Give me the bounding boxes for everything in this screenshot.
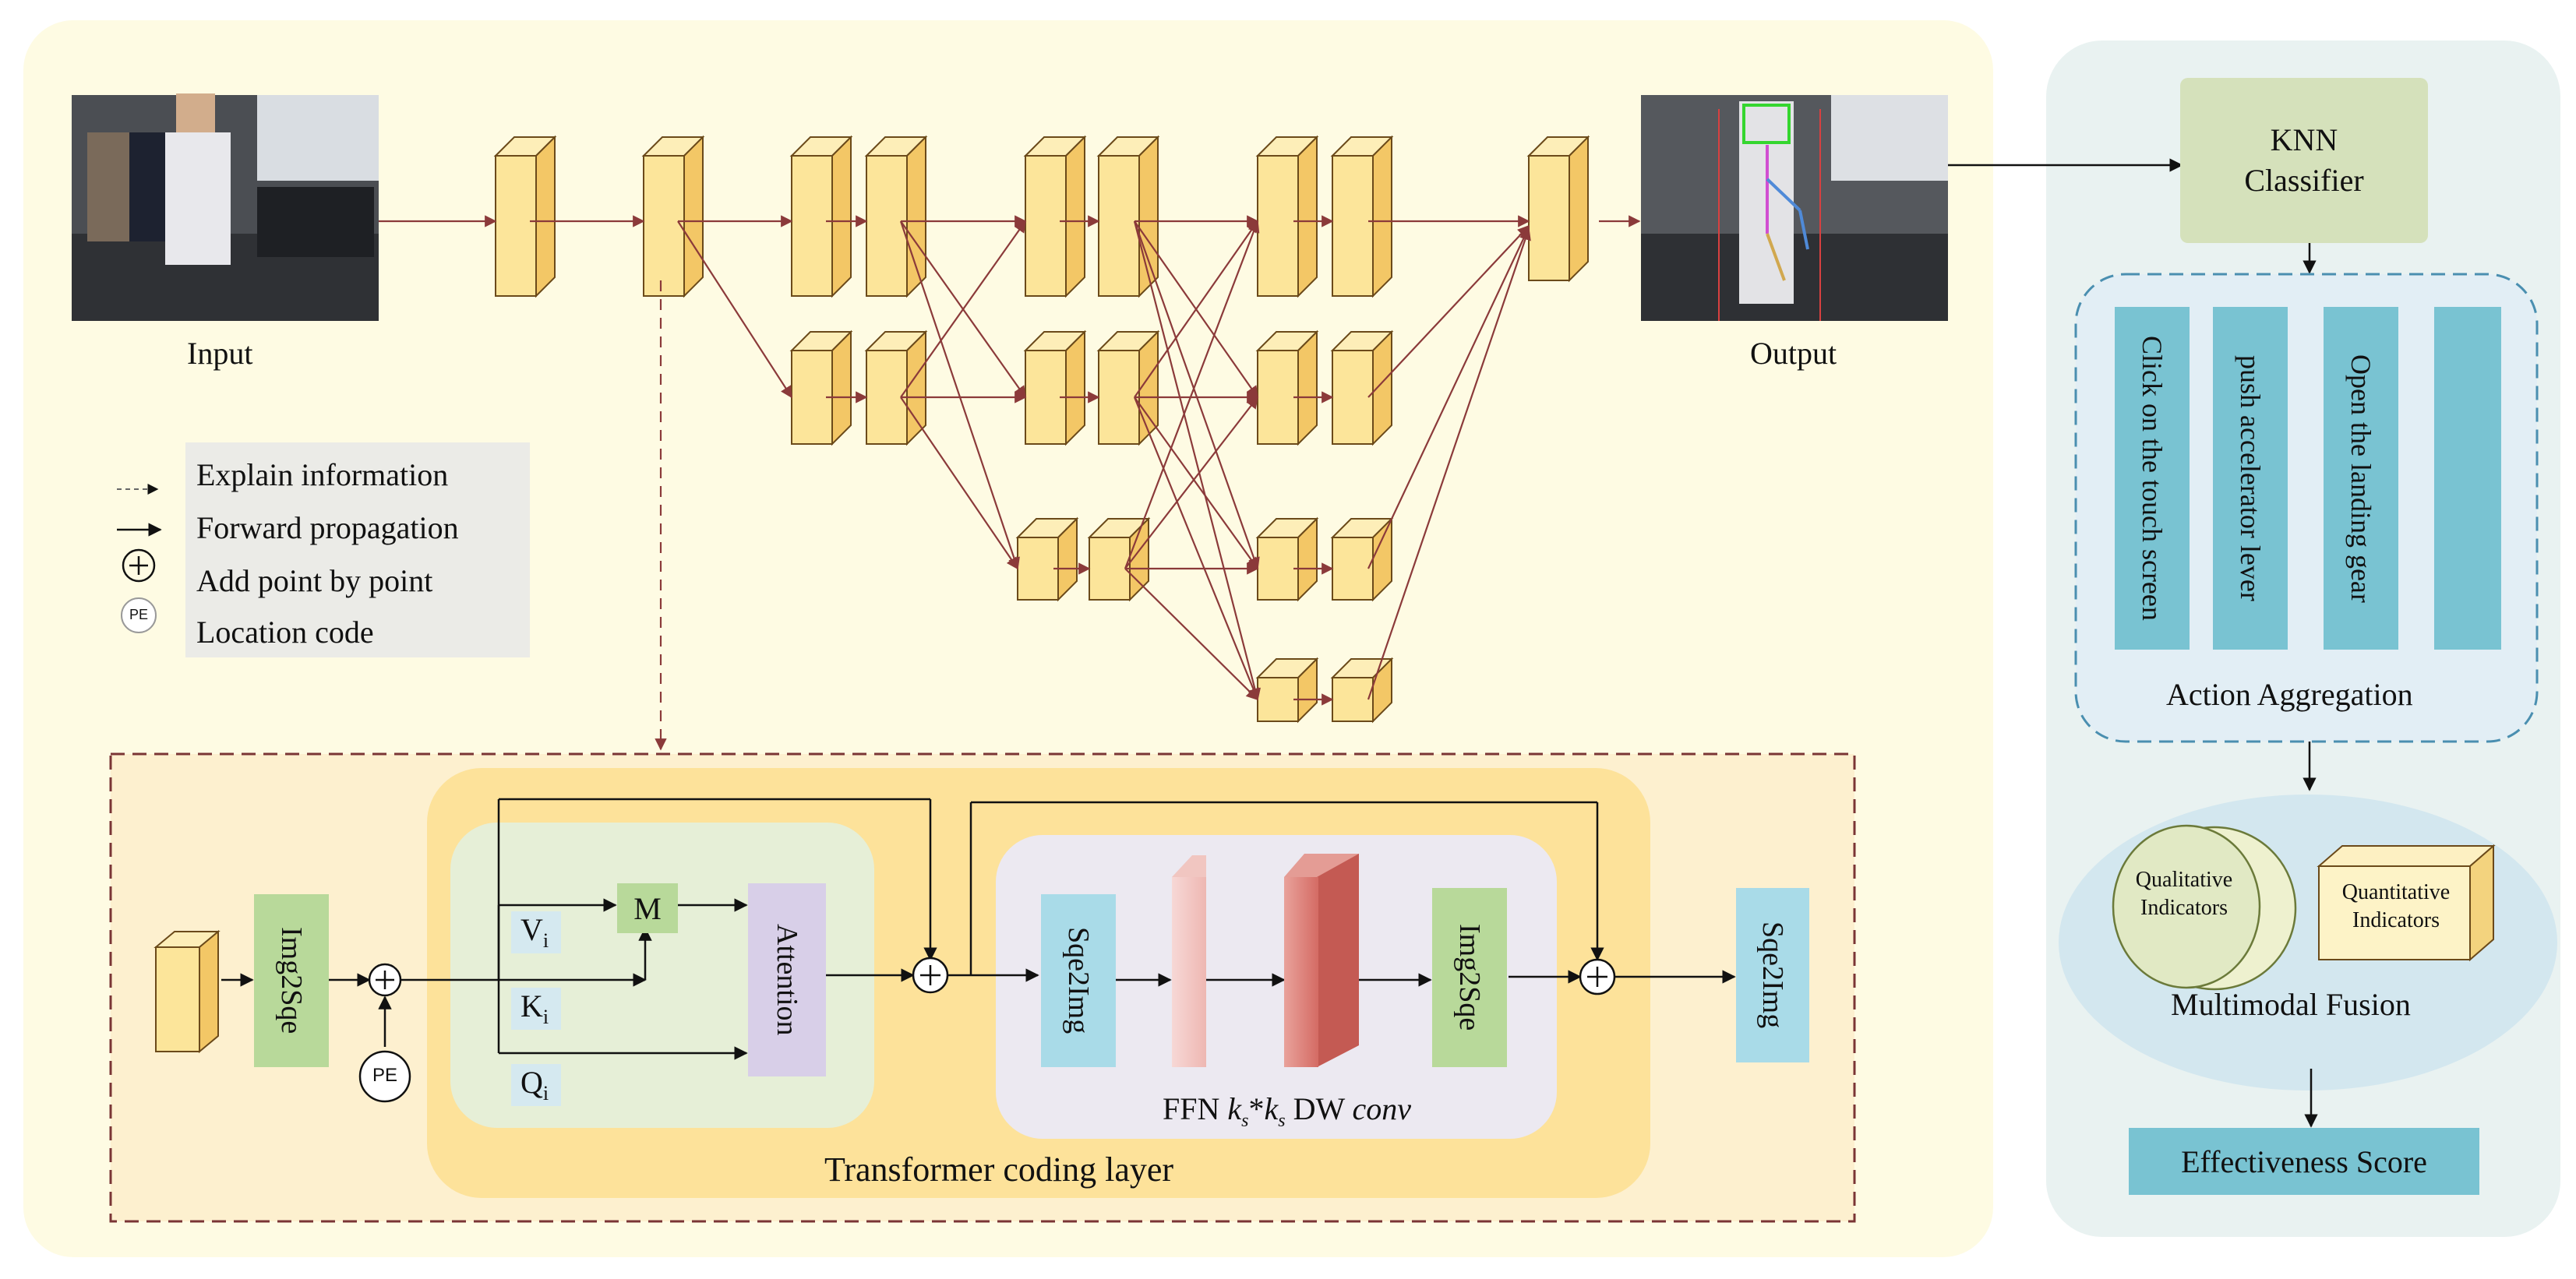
multimodal-fusion-label: Multimodal Fusion: [2171, 987, 2411, 1022]
input-image: [72, 93, 379, 321]
add-circle-attn: [912, 957, 949, 994]
img2sqe-input-label: Img2Sqe: [275, 927, 308, 1034]
arrow: [1134, 220, 1258, 398]
feature-cube: [864, 135, 928, 298]
arrow: [1124, 220, 1260, 569]
action-touch-label: Click on the touch screen: [2137, 336, 2168, 621]
transformer-input-cube: [154, 929, 221, 1054]
network-cubes: [493, 135, 1590, 724]
feature-cube: [1096, 329, 1160, 446]
action-landing-gear-label: Open the landing gear: [2345, 354, 2377, 603]
action-card-more: [2434, 307, 2501, 650]
img2sqe-ffn-block: Img2Sqe: [1432, 888, 1507, 1067]
action-aggregation-box: [2074, 273, 2539, 743]
arrow: [899, 220, 1020, 570]
input-label: Input: [187, 336, 253, 371]
attention-label: Attention: [771, 924, 803, 1036]
qualitative-line1: Qualitative: [2135, 868, 2233, 892]
arrow: [1367, 226, 1530, 569]
arrow: [900, 396, 1018, 570]
action-card-landing-gear: Open the landing gear: [2324, 307, 2398, 650]
effectiveness-score-box: Effectiveness Score: [2129, 1128, 2479, 1195]
arrow: [1134, 396, 1258, 570]
action-card-accelerator: push accelerator lever: [2213, 307, 2288, 650]
knn-line2: Classifier: [2244, 163, 2364, 198]
dw-conv-slab-dark: [1284, 854, 1359, 1067]
output-image: [1641, 95, 1948, 321]
qi-label: Qi: [511, 1064, 561, 1106]
ffn-label: FFN ks*ks DW conv: [1163, 1091, 1412, 1131]
pe-text: PE: [372, 1065, 397, 1086]
action-accelerator-label: push accelerator lever: [2235, 355, 2266, 601]
sqe2img-output-label: Sqe2Img: [1756, 921, 1789, 1029]
attention-block: Attention: [748, 883, 826, 1076]
transformer-title: Transformer coding layer: [824, 1150, 1174, 1189]
feature-cube: [1255, 329, 1319, 446]
effectiveness-score-label: Effectiveness Score: [2181, 1143, 2427, 1179]
sqe2img-ffn-block: Sqe2Img: [1041, 894, 1116, 1067]
feature-cube: [789, 135, 853, 298]
quantitative-label: Quantitative Indicators: [2322, 879, 2470, 935]
feature-cube: [641, 135, 705, 298]
knn-classifier: KNN Classifier: [2180, 78, 2428, 243]
vi-label: Vi: [511, 911, 561, 953]
feature-cube: [864, 329, 928, 446]
feature-cube: [493, 135, 557, 298]
feature-cube: [1255, 135, 1319, 298]
img2sqe-ffn-label: Img2Sqe: [1453, 924, 1486, 1031]
quantitative-line1: Quantitative: [2341, 880, 2451, 904]
arrow: [900, 220, 1026, 398]
feature-cube: [1087, 516, 1151, 602]
pe-legend-icon: [121, 597, 157, 633]
arrow: [1367, 224, 1530, 398]
quantitative-cube: [2317, 844, 2496, 962]
m-block: M: [617, 883, 678, 933]
dw-conv-slab-light: [1172, 855, 1206, 1067]
arrow: [1133, 220, 1260, 570]
feature-cube: [1015, 516, 1079, 602]
feature-cube: [1023, 135, 1087, 298]
feature-cube: [1330, 657, 1394, 724]
feature-cube: [1023, 329, 1087, 446]
feature-cube: [789, 329, 853, 446]
arrow: [1124, 396, 1258, 569]
output-label: Output: [1750, 336, 1837, 371]
sqe2img-output-block: Sqe2Img: [1736, 888, 1809, 1062]
sqe2img-ffn-label: Sqe2Img: [1062, 927, 1095, 1034]
arrow: [677, 220, 792, 399]
qualitative-label: Qualitative Indicators: [2118, 866, 2250, 922]
feature-cube: [1255, 516, 1319, 602]
add-circle-ffn: [1579, 958, 1616, 995]
feature-cube: [1526, 135, 1590, 283]
legend-add: Add point by point: [196, 563, 433, 598]
m-label: M: [633, 890, 662, 926]
add-circle-pe: [368, 963, 402, 997]
legend-forward: Forward propagation: [196, 510, 459, 545]
arrow: [1124, 568, 1259, 701]
quantitative-line2: Indicators: [2352, 908, 2440, 932]
legend-location: Location code: [196, 615, 374, 650]
pe-legend-text: PE: [129, 607, 148, 622]
feature-cube: [1330, 516, 1394, 602]
pe-circle-icon: [358, 1050, 411, 1103]
img2sqe-input-block: Img2Sqe: [254, 894, 329, 1067]
action-card-touch: Click on the touch screen: [2115, 307, 2190, 650]
arrow: [1133, 220, 1262, 701]
qualitative-line2: Indicators: [2140, 896, 2228, 920]
ki-label: Ki: [511, 988, 561, 1030]
feature-cube: [1096, 135, 1160, 298]
action-aggregation-label: Action Aggregation: [2166, 677, 2413, 712]
qualitative-circle-front: [2112, 824, 2261, 989]
legend-explain: Explain information: [196, 457, 449, 492]
knn-line1: KNN: [2270, 122, 2338, 157]
legend-box: [185, 442, 530, 657]
circle-plus-icon: [122, 548, 156, 583]
arrow: [1133, 396, 1259, 701]
arrow: [1367, 227, 1531, 700]
feature-cube: [1330, 329, 1394, 446]
feature-cube: [1255, 657, 1319, 724]
feature-cube: [1330, 135, 1394, 298]
ffn-group: [996, 835, 1557, 1139]
